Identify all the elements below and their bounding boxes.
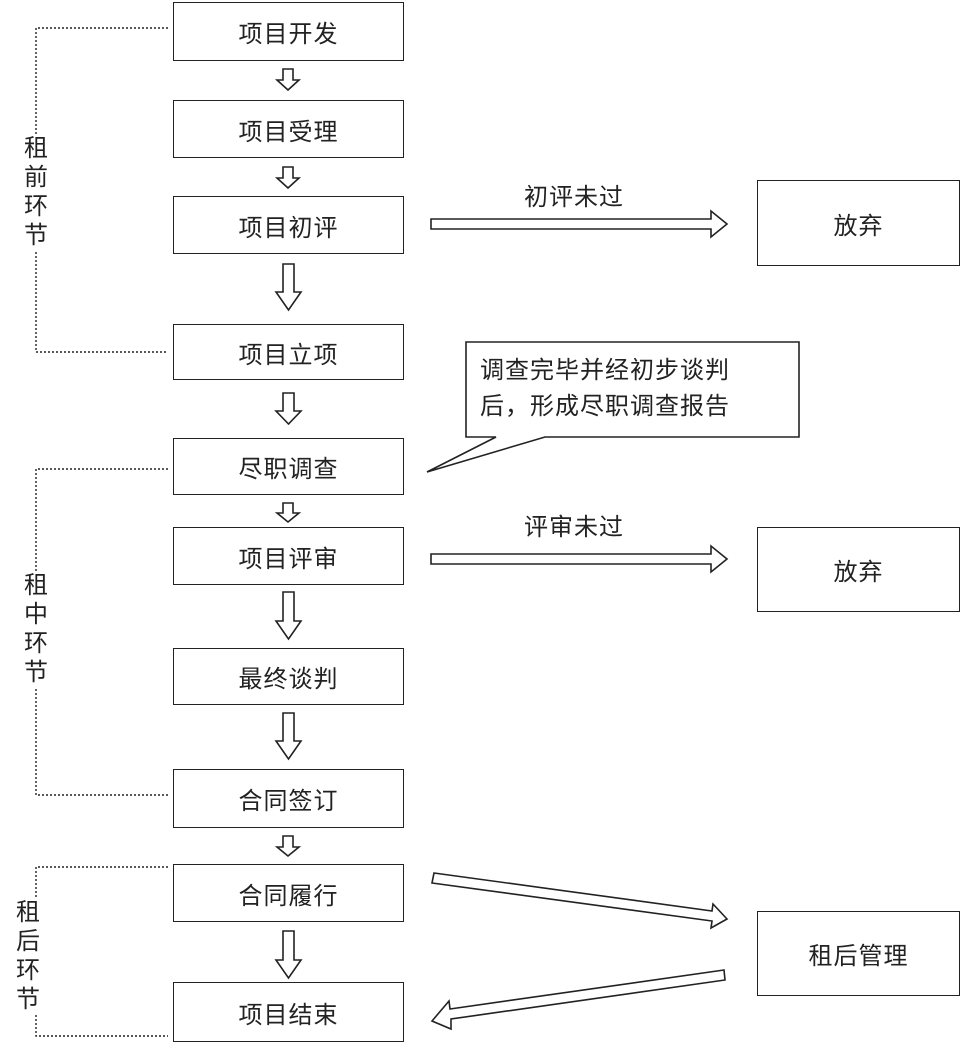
callout-line-2: 后，形成尽职调查报告 [480, 392, 730, 420]
down-arrow-7 [274, 712, 303, 761]
arrow-to-abandon-1 [430, 209, 729, 239]
phase-label-pre-lease: 租 前 环 节 [22, 134, 50, 250]
abandon-node-1: 放弃 [757, 180, 960, 266]
phase-char: 环 [24, 629, 48, 657]
arrow-to-post-lease [431, 872, 729, 930]
phase-char: 后 [16, 927, 40, 955]
abandon-node-2: 放弃 [757, 527, 960, 612]
phase-char: 前 [24, 163, 48, 191]
phase-char: 租 [24, 571, 48, 599]
phase-char: 节 [24, 221, 48, 249]
phase-label-mid-lease: 租 中 环 节 [22, 571, 50, 687]
step-contract-performance: 合同履行 [173, 864, 404, 922]
phase-char: 环 [24, 192, 48, 220]
step-initial-review: 项目初评 [173, 196, 404, 254]
down-arrow-2 [274, 166, 302, 190]
phase-char: 租 [24, 134, 48, 162]
arrow-to-abandon-2 [430, 544, 729, 574]
down-arrow-3 [274, 263, 303, 312]
phase-char: 环 [16, 956, 40, 984]
post-lease-bracket [35, 866, 168, 1037]
step-project-approval: 项目立项 [173, 324, 404, 380]
mid-lease-bracket [35, 468, 168, 796]
step-final-negotiation: 最终谈判 [173, 648, 404, 705]
down-arrow-8 [274, 835, 302, 858]
phase-char: 节 [16, 985, 40, 1013]
step-project-acceptance: 项目受理 [173, 100, 404, 158]
phase-char: 中 [24, 600, 48, 628]
callout-bubble [426, 341, 800, 473]
down-arrow-6 [274, 591, 303, 641]
callout-text: 调查完毕并经初步谈判 后，形成尽职调查报告 [480, 352, 790, 424]
callout-line-1: 调查完毕并经初步谈判 [480, 356, 730, 384]
step-due-diligence: 尽职调查 [173, 438, 404, 495]
down-arrows [274, 68, 303, 980]
arrow-from-post-lease [430, 969, 726, 1031]
down-arrow-9 [274, 930, 303, 980]
phase-label-post-lease: 租 后 环 节 [14, 898, 42, 1014]
pre-lease-bracket [35, 27, 168, 353]
step-project-end: 项目结束 [173, 982, 404, 1042]
edge-label-review-failed: 评审未过 [524, 513, 624, 541]
phase-brackets [35, 27, 168, 1037]
post-lease-management-node: 租后管理 [757, 911, 960, 996]
phase-char: 节 [24, 658, 48, 686]
down-arrow-4 [274, 392, 303, 426]
step-project-review: 项目评审 [173, 527, 404, 585]
step-contract-signing: 合同签订 [173, 769, 404, 828]
edge-label-initial-review-failed: 初评未过 [524, 183, 624, 211]
side-arrows [430, 209, 729, 1031]
down-arrow-5 [274, 502, 302, 524]
phase-char: 租 [16, 898, 40, 926]
step-project-development: 项目开发 [173, 2, 404, 61]
down-arrow-1 [274, 68, 302, 92]
